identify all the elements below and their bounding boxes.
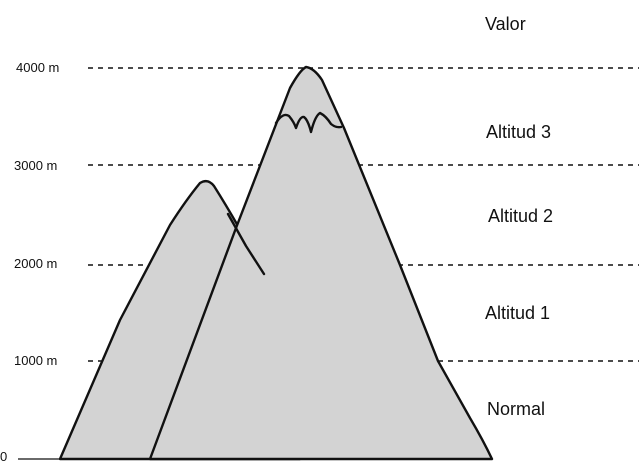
column-title: Valor xyxy=(485,14,526,34)
secondary-ridge-line xyxy=(226,212,266,276)
zone-label-altitud-3: Altitud 3 xyxy=(486,122,551,142)
snow-cap-line xyxy=(274,111,343,134)
zone-label-altitud-2: Altitud 2 xyxy=(488,206,553,226)
tick-label-4000: 4000 m xyxy=(16,60,59,75)
tick-label-0: 0 xyxy=(0,449,7,462)
tick-label-3000: 3000 m xyxy=(14,158,57,173)
main-peak xyxy=(148,65,494,461)
tick-label-1000: 1000 m xyxy=(14,353,57,368)
zone-label-normal: Normal xyxy=(487,399,545,419)
tick-label-2000: 2000 m xyxy=(14,256,57,271)
zone-label-altitud-1: Altitud 1 xyxy=(485,303,550,323)
